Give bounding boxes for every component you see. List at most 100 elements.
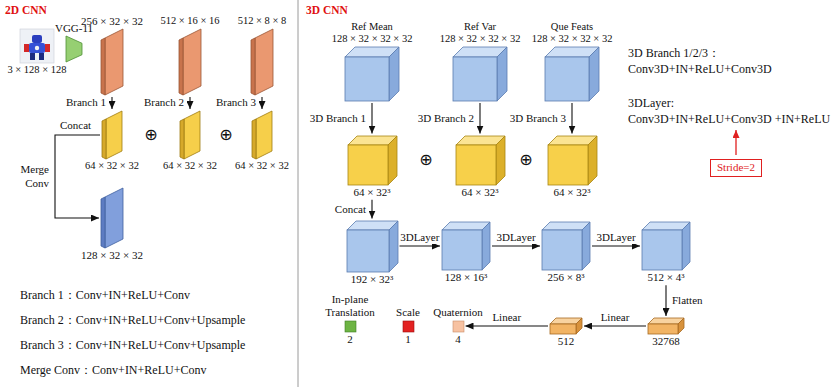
edge-label: Merge Conv — [14, 163, 50, 189]
input-volume: Ref Var128 × 32 × 32 × 32 — [440, 21, 521, 102]
branch-volume-shape — [455, 135, 506, 186]
dimension-label: 128 × 16³ — [445, 271, 488, 284]
layer-description: Branch 2：Conv+IN+ReLU+Conv+Upsample — [20, 313, 245, 327]
dimension-label: 512 — [558, 335, 575, 348]
edge-label: Linear — [600, 311, 631, 324]
feature-vector: 512 — [549, 317, 583, 348]
panel-title: 3D CNN — [306, 4, 348, 18]
edge-label: Branch 2 — [143, 96, 185, 109]
layer-description: Branch 3：Conv+IN+ReLU+Conv+Upsample — [20, 338, 245, 352]
input-volume-shape — [544, 46, 600, 102]
flow-arrow — [571, 103, 572, 134]
concat-volume: 192 × 32³ — [346, 220, 399, 286]
input-volume-shape — [344, 46, 400, 102]
dimension-label: 256 × 32 × 32 — [81, 15, 143, 28]
layer-volume: 256 × 8³ — [541, 221, 591, 284]
layer-volume: 512 × 4³ — [641, 221, 691, 284]
feature-map-shape — [250, 28, 274, 96]
edge-label: 3DLayer — [495, 231, 536, 244]
input-volume-shape — [452, 46, 508, 102]
edge-label: Flatten — [671, 294, 704, 307]
sum-symbol: ⊕ — [144, 127, 157, 143]
output-square: Quaternion4 — [433, 306, 482, 345]
branch-volume: 64 × 32³ — [347, 135, 398, 199]
dimension-label: 1 — [405, 333, 411, 346]
flow-arrow — [371, 200, 372, 219]
dimension-label: Quaternion — [433, 306, 482, 319]
branch-volume-shape — [547, 135, 598, 186]
layer-description: 3D Branch 1/2/3： — [628, 46, 720, 60]
dimension-label: 64 × 32³ — [553, 186, 590, 199]
dimension-label: 3 × 128 × 128 — [7, 64, 66, 77]
feature-map: 512 × 16 × 16 — [160, 15, 219, 96]
dimension-label: 512 × 4³ — [647, 271, 684, 284]
feature-map: 512 × 8 × 8 — [238, 15, 287, 96]
input-image-shape — [19, 28, 55, 64]
layer-description: Conv3D+IN+ReLU+Conv3D +IN+ReLU — [628, 112, 830, 126]
flow-arrow — [665, 285, 666, 316]
sum-symbol: ⊕ — [419, 152, 432, 168]
layer-description: Branch 1：Conv+IN+ReLU+Conv — [20, 288, 190, 302]
flow-arrow — [261, 97, 262, 109]
concat-volume-shape — [346, 220, 399, 273]
output-square-shape — [344, 320, 357, 333]
edge-label: 3D Branch 1 — [309, 112, 367, 125]
feature-vector-shape — [549, 317, 583, 335]
layer-volume-shape — [541, 221, 591, 271]
dimension-label: 192 × 32³ — [351, 273, 394, 286]
branch-output-shape — [251, 110, 273, 160]
output-square-shape — [452, 320, 465, 333]
branch-volume-shape — [347, 135, 398, 186]
panel-divider — [298, 0, 299, 387]
dimension-label: 64 × 32 × 32 — [163, 160, 217, 173]
input-volume: Que Feats128 × 32 × 32 × 32 — [532, 21, 613, 102]
flat-vector-shape — [647, 317, 685, 335]
dimension-label: Que Feats — [551, 21, 593, 34]
branch-output-shape — [179, 110, 201, 160]
output-square: Scale 1 — [396, 306, 420, 345]
flow-arrow — [189, 97, 190, 109]
branch-volume: 64 × 32³ — [547, 135, 598, 199]
flow-arrow — [371, 103, 372, 134]
feature-map: 256 × 32 × 32 — [81, 15, 143, 96]
output-square: In-plane Translation2 — [321, 293, 379, 346]
flow-arrow — [592, 245, 640, 246]
flow-arrow — [111, 97, 112, 109]
branch-output: 64 × 32 × 32 — [85, 110, 139, 173]
sum-symbol: ⊕ — [519, 152, 532, 168]
branch-output: 64 × 32 × 32 — [163, 110, 217, 173]
stride-note: Stride=2 — [710, 159, 762, 176]
vgg-encoder-shape — [65, 35, 83, 63]
edge-label: 3D Branch 2 — [417, 112, 475, 125]
merged-feature: 128 × 32 × 32 — [81, 187, 143, 262]
dimension-label: In-plane Translation — [321, 293, 379, 319]
flow-arrow — [492, 245, 540, 246]
flow-arrow — [466, 325, 549, 326]
branch-output: 64 × 32 × 32 — [235, 110, 289, 173]
flow-arrow — [479, 103, 480, 134]
dimension-label: 512 × 16 × 16 — [160, 15, 219, 28]
dimension-label: 256 × 8³ — [547, 271, 584, 284]
layer-volume-shape — [641, 221, 691, 271]
flow-arrow — [584, 325, 646, 326]
edge-label: 3DLayer — [399, 231, 440, 244]
dimension-label: 32768 — [652, 335, 680, 348]
layer-description: Merge Conv：Conv+IN+ReLU+Conv — [20, 363, 206, 377]
panel-title: 2D CNN — [5, 4, 47, 18]
vgg-encoder: VGG-11 — [55, 22, 93, 63]
edge-label: 3DLayer — [595, 231, 636, 244]
dimension-label: 128 × 32 × 32 × 32 — [332, 33, 413, 46]
sum-symbol: ⊕ — [219, 127, 232, 143]
dimension-label: Scale — [396, 306, 420, 319]
branch-volume: 64 × 32³ — [455, 135, 506, 199]
merged-feature-shape — [100, 187, 124, 249]
concat-label: Concat — [60, 119, 91, 132]
dimension-label: 128 × 32 × 32 × 32 — [440, 33, 521, 46]
dimension-label: 64 × 32³ — [461, 186, 498, 199]
edge-label: 3D Branch 3 — [509, 112, 567, 125]
edge-label: Branch 3 — [215, 96, 257, 109]
dimension-label: 128 × 32 × 32 × 32 — [532, 33, 613, 46]
layer-volume: 128 × 16³ — [441, 221, 491, 284]
